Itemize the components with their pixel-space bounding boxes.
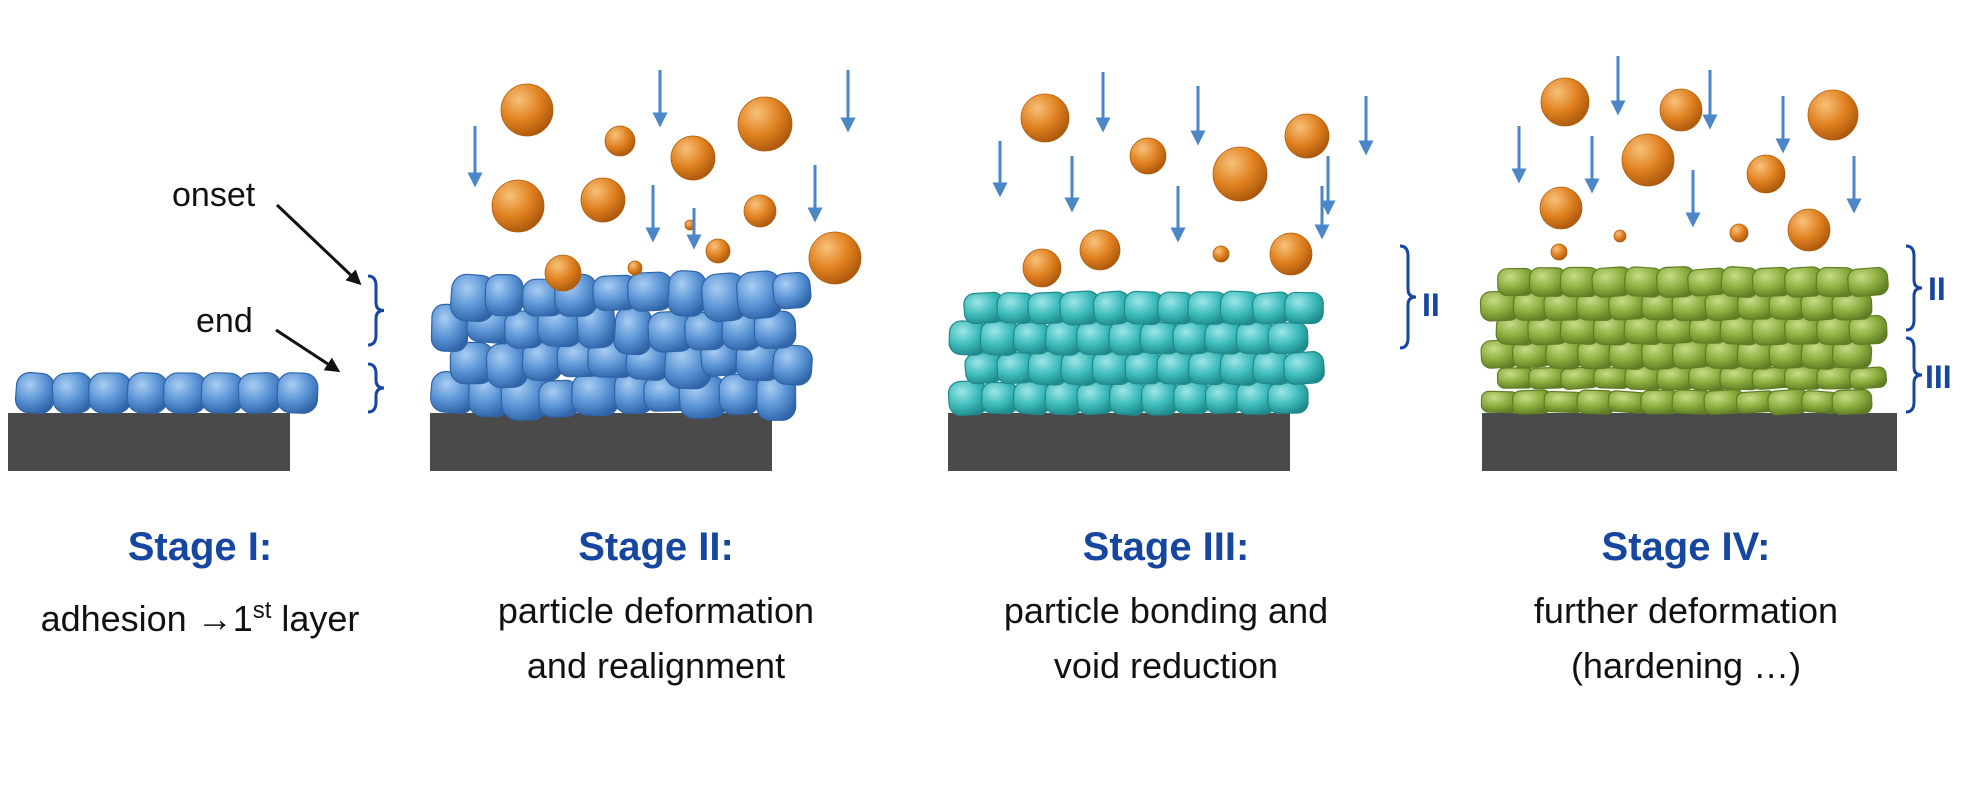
stage1-particle — [238, 372, 283, 414]
stage2-particle — [667, 270, 706, 317]
stage2-desc-line2: and realignment — [416, 640, 896, 692]
impacting-particle — [545, 255, 581, 291]
end-arrow-icon — [276, 330, 334, 368]
impacting-particle — [1540, 187, 1582, 229]
stage3-particle — [1285, 292, 1324, 323]
impacting-particle — [605, 126, 635, 156]
impacting-particle — [1808, 90, 1858, 140]
impacting-particle — [1730, 224, 1748, 242]
stage2-particle — [772, 344, 813, 386]
stage3-bracket-icon — [1400, 246, 1416, 348]
stage1-annotations — [276, 205, 356, 368]
stage4-bracket-label-ii: II — [1928, 271, 1946, 307]
impacting-particle — [1622, 134, 1674, 186]
stage3-desc-line1: particle bonding and — [926, 585, 1406, 637]
impacting-particle — [1270, 233, 1312, 275]
stage1-title: Stage I: — [0, 525, 440, 570]
impacting-particle — [1213, 246, 1229, 262]
stage4-desc-line1: further deformation — [1446, 585, 1926, 637]
impacting-particle — [1788, 209, 1830, 251]
stage2-desc-line1: particle deformation — [416, 585, 896, 637]
stage1-desc-sup: st — [253, 597, 272, 624]
impacting-particle — [492, 180, 544, 232]
stage3-particle — [1268, 383, 1308, 414]
end-label: end — [196, 302, 253, 340]
stage2-particle — [485, 274, 523, 315]
stage3-particle — [1283, 351, 1325, 385]
stage1-particle — [52, 372, 94, 414]
substrate-4 — [1482, 413, 1897, 471]
impacting-particle — [1660, 89, 1702, 131]
stage4-bracket-iii-icon — [1906, 338, 1922, 412]
impacting-particle — [1541, 78, 1589, 126]
stage2-particle — [571, 373, 620, 417]
stage2-particle — [613, 307, 652, 356]
onset-label: onset — [172, 176, 256, 214]
stage4-title: Stage IV: — [1446, 525, 1926, 570]
impacting-particle — [1080, 230, 1120, 270]
impacting-particle — [706, 239, 730, 263]
impacting-particles — [492, 78, 1858, 291]
impacting-particle — [1285, 114, 1329, 158]
impacting-particle — [671, 136, 715, 180]
stage1-particle — [15, 372, 56, 415]
impacting-particle — [1021, 94, 1069, 142]
onset-arrow-icon — [277, 205, 356, 280]
stage4-desc-line2: (hardening …) — [1446, 640, 1926, 692]
stage1-particle — [201, 372, 244, 413]
stage3-title: Stage III: — [926, 525, 1406, 570]
stage4-particle — [1832, 389, 1872, 414]
stage1-desc-main: adhesion →1 — [41, 598, 253, 639]
stage3-particle — [1173, 382, 1210, 413]
impacting-particle — [1614, 230, 1626, 242]
stage2-title: Stage II: — [416, 525, 896, 570]
stage1-end-bracket-icon — [368, 364, 384, 412]
stage1-particle — [127, 372, 169, 414]
substrate-3 — [948, 413, 1290, 471]
impacting-particle — [744, 195, 776, 227]
impacting-particle — [581, 178, 625, 222]
stage4-particle — [1498, 268, 1535, 295]
stage4-particle — [1847, 267, 1889, 297]
substrate-1 — [8, 413, 290, 471]
stage4-particle — [1849, 367, 1887, 390]
stage4-bracket-ii-icon — [1906, 246, 1922, 330]
stage1-description: adhesion →1st layer — [0, 585, 440, 645]
impacting-particle — [738, 97, 792, 151]
stage1-particle — [164, 373, 207, 413]
stage1-onset-bracket-icon — [368, 276, 384, 345]
stage2-particle — [772, 272, 812, 310]
impacting-particle — [1023, 249, 1061, 287]
impacting-particle — [1747, 155, 1785, 193]
impacting-particle — [1130, 138, 1166, 174]
stage3-bracket-label-ii: II — [1422, 287, 1440, 323]
impacting-particle — [1551, 244, 1567, 260]
substrate-2 — [430, 413, 772, 471]
impacting-particle — [809, 232, 861, 284]
stage1-particle — [277, 372, 319, 413]
stage1-desc-end: layer — [271, 598, 359, 639]
impacting-particle — [1213, 147, 1267, 201]
impacting-particle — [628, 261, 642, 275]
substrates — [8, 413, 1897, 471]
stage3-particle — [1142, 381, 1179, 415]
impacting-particle — [501, 84, 553, 136]
stage3-particle — [1268, 322, 1308, 354]
stage2-particle — [627, 272, 673, 312]
stage4-bracket-label-iii: III — [1925, 359, 1952, 395]
stage3-desc-line2: void reduction — [926, 640, 1406, 692]
stage1-particle — [89, 373, 132, 413]
